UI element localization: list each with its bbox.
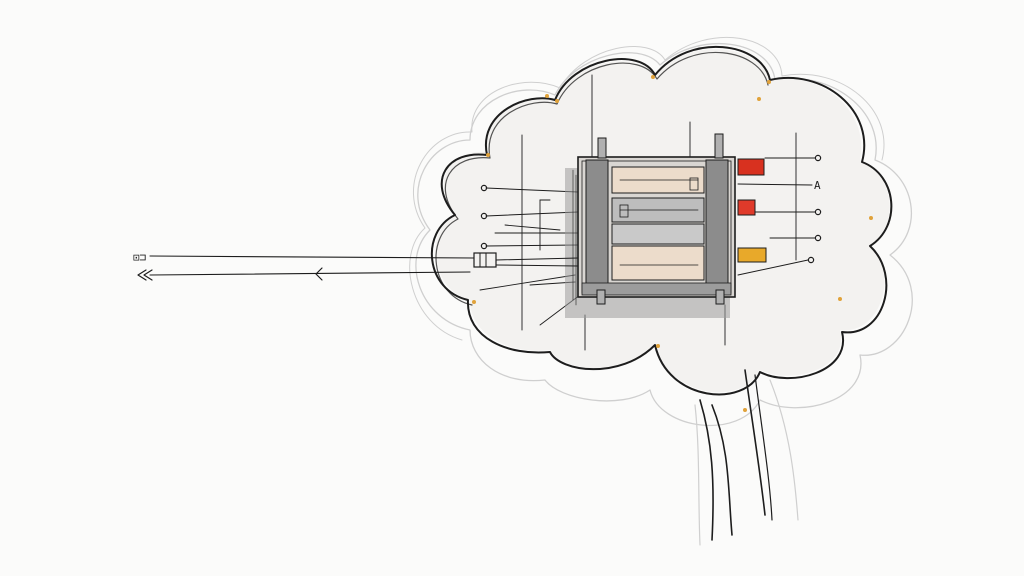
screw-bottom-left (596, 289, 606, 305)
external-signal-lines (137, 255, 475, 281)
right-glyph-label: A (814, 179, 821, 192)
right-probes (737, 154, 822, 276)
cloud-outline-double (435, 51, 769, 306)
status-tab-red (737, 158, 765, 176)
cloud-ghost-outline-2 (409, 36, 885, 341)
edge-connector (473, 252, 579, 268)
screw-bottom-right (715, 289, 725, 305)
left-arrow-icon (315, 267, 323, 281)
left-probes (480, 184, 579, 250)
double-left-arrow-icon (137, 269, 153, 281)
status-tab-red-small (737, 199, 756, 216)
left-glyph-label: ⊡⊐ (133, 251, 146, 264)
server-module (572, 133, 736, 306)
cloud-outline (430, 45, 893, 396)
slot-3 (611, 223, 705, 245)
screw-top-right (714, 133, 724, 159)
screw-top-left (597, 137, 607, 159)
slot-4 (611, 245, 705, 281)
cloud-stem (694, 369, 799, 546)
edge-markers (472, 75, 873, 412)
module-base (581, 282, 732, 296)
left-rail (585, 159, 609, 291)
status-tab-yellow (737, 247, 767, 263)
cloud-ghost-outline (415, 43, 913, 427)
right-rail (705, 159, 729, 291)
